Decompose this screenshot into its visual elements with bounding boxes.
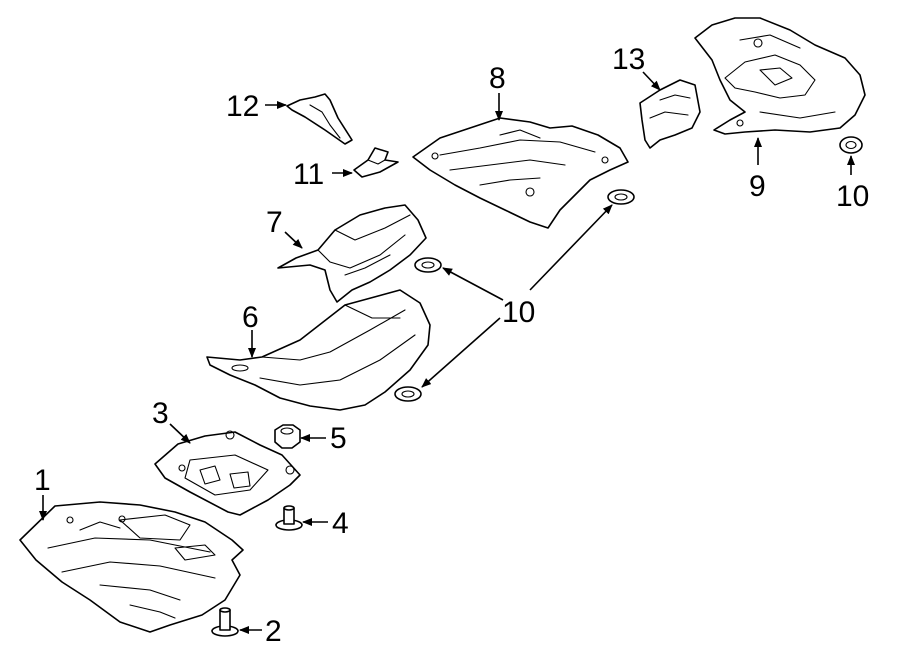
- leader-10-a: [442, 267, 504, 301]
- rear-shield-part-9: [694, 17, 866, 135]
- heat-shield-part-7: [277, 204, 427, 303]
- callout-5: 5: [330, 422, 347, 455]
- callout-3: 3: [152, 397, 169, 430]
- leader-10-b: [421, 317, 501, 388]
- bracket-part-12: [286, 93, 353, 145]
- callout-6: 6: [242, 301, 259, 334]
- nut-part-5: [274, 424, 301, 449]
- bracket-part-13: [639, 79, 701, 149]
- callout-8: 8: [489, 62, 506, 95]
- leader-13: [642, 71, 661, 91]
- callout-4: 4: [332, 507, 349, 540]
- center-shield-part: [154, 430, 301, 516]
- washer-part-10-b: [394, 386, 422, 402]
- bracket-part-11: [353, 147, 399, 178]
- washer-part-10-d: [839, 136, 863, 154]
- callout-13: 13: [612, 43, 645, 76]
- washer-part-10-c: [607, 189, 635, 205]
- callout-2: 2: [265, 615, 282, 648]
- callout-10-right: 10: [836, 180, 869, 213]
- stud-bolt-part-4: [275, 505, 303, 531]
- callout-10-center: 10: [502, 296, 535, 329]
- tunnel-shield-part-8: [412, 117, 629, 229]
- heat-shield-part-6: [206, 289, 431, 411]
- bolt-part-2: [211, 607, 239, 637]
- leader-3: [169, 423, 191, 444]
- underbody-shield-part: [19, 501, 244, 633]
- callout-7: 7: [266, 206, 283, 239]
- leader-7: [284, 231, 303, 249]
- washer-part-10-a: [414, 257, 442, 273]
- callout-11: 11: [293, 158, 324, 191]
- leader-10-c: [529, 204, 613, 291]
- callout-9: 9: [749, 170, 766, 203]
- callout-1: 1: [34, 464, 51, 497]
- callout-12: 12: [226, 90, 259, 123]
